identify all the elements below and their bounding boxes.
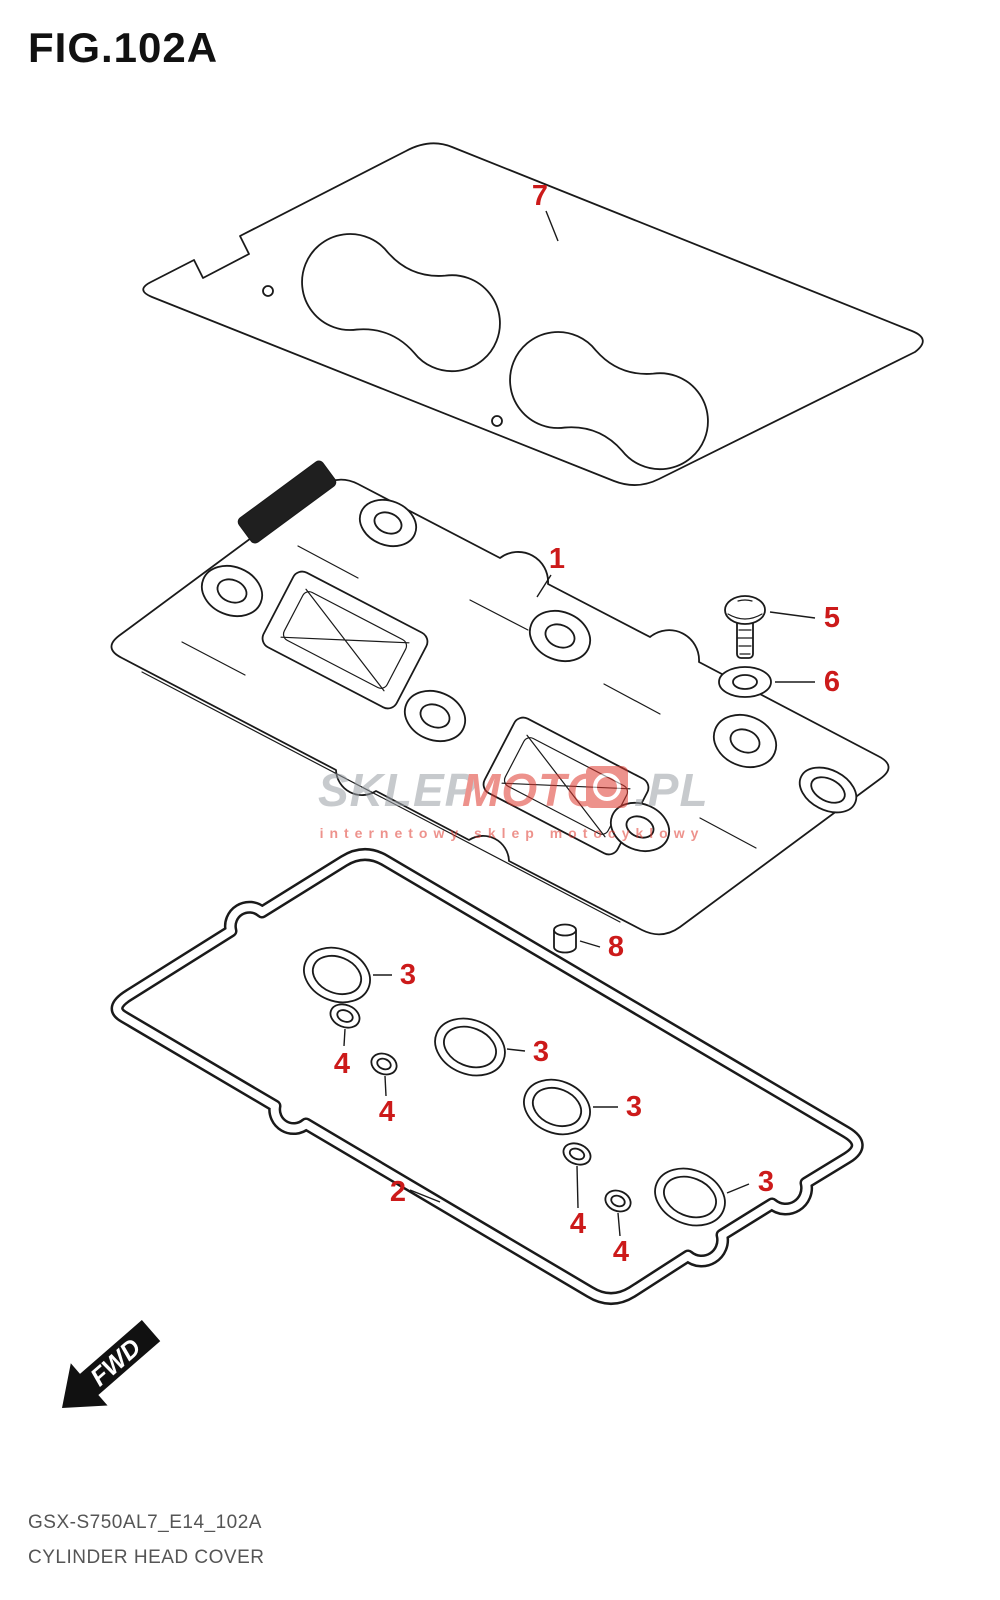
cover-end-block [237,460,337,544]
cover-boss-hole [625,815,655,839]
callout-3d: 3 [726,1166,774,1198]
callout-5: 5 [769,602,840,634]
cover-boss-hole [729,728,761,754]
watermark-wheel-icon [593,773,621,801]
window-inner [282,591,408,689]
callout-8: 8 [579,931,624,963]
leader-line [409,1189,441,1203]
callouts: 7 1 5 6 8 2 3 3 [334,180,840,1268]
part-o-rings [303,946,726,1227]
part-cushion [553,923,577,954]
footer-title: CYLINDER HEAD COVER [28,1547,265,1568]
o-ring-inner [531,1086,583,1128]
footer-code: GSX-S750AL7_E14_102A [28,1512,262,1533]
part-bolt [724,595,766,659]
callout-4c: 4 [570,1165,586,1240]
callout-label: 8 [608,931,624,963]
fwd-arrow-icon [62,1320,161,1408]
leader-line [576,1165,579,1209]
plate-hole [491,415,503,427]
leader-line [384,1075,387,1097]
callout-label: 4 [570,1208,586,1240]
watermark-brand-suffix: .PL [634,764,709,816]
callout-label: 1 [549,543,565,575]
o-ring-inner [663,1175,717,1219]
cover-boss-hole [544,623,576,649]
window-cross [280,588,410,692]
callout-4b: 4 [379,1075,395,1128]
plate-outline [142,142,924,486]
cover-boss-hole [373,511,403,535]
part-seals [329,1003,632,1213]
o-ring-inner [311,954,363,996]
part-cover-plate [142,142,924,486]
plate-hole [262,285,274,297]
callout-label: 3 [626,1091,642,1123]
bolt-head-detail [727,599,763,620]
callout-4a: 4 [334,1028,350,1080]
washer-hole [732,674,758,690]
leader-line [617,1212,621,1237]
callout-label: 5 [824,602,840,634]
callout-3b: 3 [506,1036,549,1068]
gasket-inner-line [113,850,862,1303]
callout-3c: 3 [593,1091,642,1123]
callout-label: 3 [758,1166,774,1198]
bolt-threads [737,629,753,655]
leader-line [726,1183,750,1194]
callout-label: 4 [379,1096,395,1128]
callout-label: 4 [334,1048,350,1080]
callout-label: 4 [613,1236,629,1268]
callout-6: 6 [775,666,840,698]
callout-label: 7 [532,180,548,212]
leader-line [506,1048,526,1052]
watermark-brand-accent: MOTO [462,764,603,816]
o-ring-inner [443,1025,497,1069]
leader-line [769,611,816,619]
leader-line [579,940,601,948]
figure-title: FIG.102A [28,24,218,71]
watermark-brand-prefix: SKLEP [318,764,476,816]
cover-boss-hole [419,703,451,729]
callout-3a: 3 [373,959,416,991]
part-gasket [110,848,864,1305]
seal-inner [376,1057,392,1071]
leader-line [536,574,552,598]
fwd-marker: FWD [62,1320,161,1408]
cushion-top [553,923,577,937]
callout-1: 1 [536,543,565,598]
leader-line [343,1028,346,1047]
callout-label: 6 [824,666,840,698]
watermark-tagline: internetowy sklep motocyklowy [320,825,705,841]
callout-label: 3 [400,959,416,991]
watermark-logo-icon [586,766,628,808]
cover-end-opening-inner [810,776,846,804]
cover-outline [110,478,890,936]
seal-inner [336,1009,354,1023]
cover-window-front [261,570,429,710]
callout-2: 2 [390,1176,441,1208]
callout-label: 3 [533,1036,549,1068]
watermark: SKLEP MOTO .PL internetowy sklep motocyk… [318,764,709,841]
part-cylinder-head-cover [110,460,890,936]
callout-label: 2 [390,1176,406,1208]
leader-line [545,210,559,242]
cover-boss-hole [216,578,248,604]
part-seal-washer [718,666,772,698]
seal-inner [568,1147,586,1161]
callout-4d: 4 [613,1212,629,1268]
callout-7: 7 [532,180,559,242]
seal-inner [610,1194,626,1208]
